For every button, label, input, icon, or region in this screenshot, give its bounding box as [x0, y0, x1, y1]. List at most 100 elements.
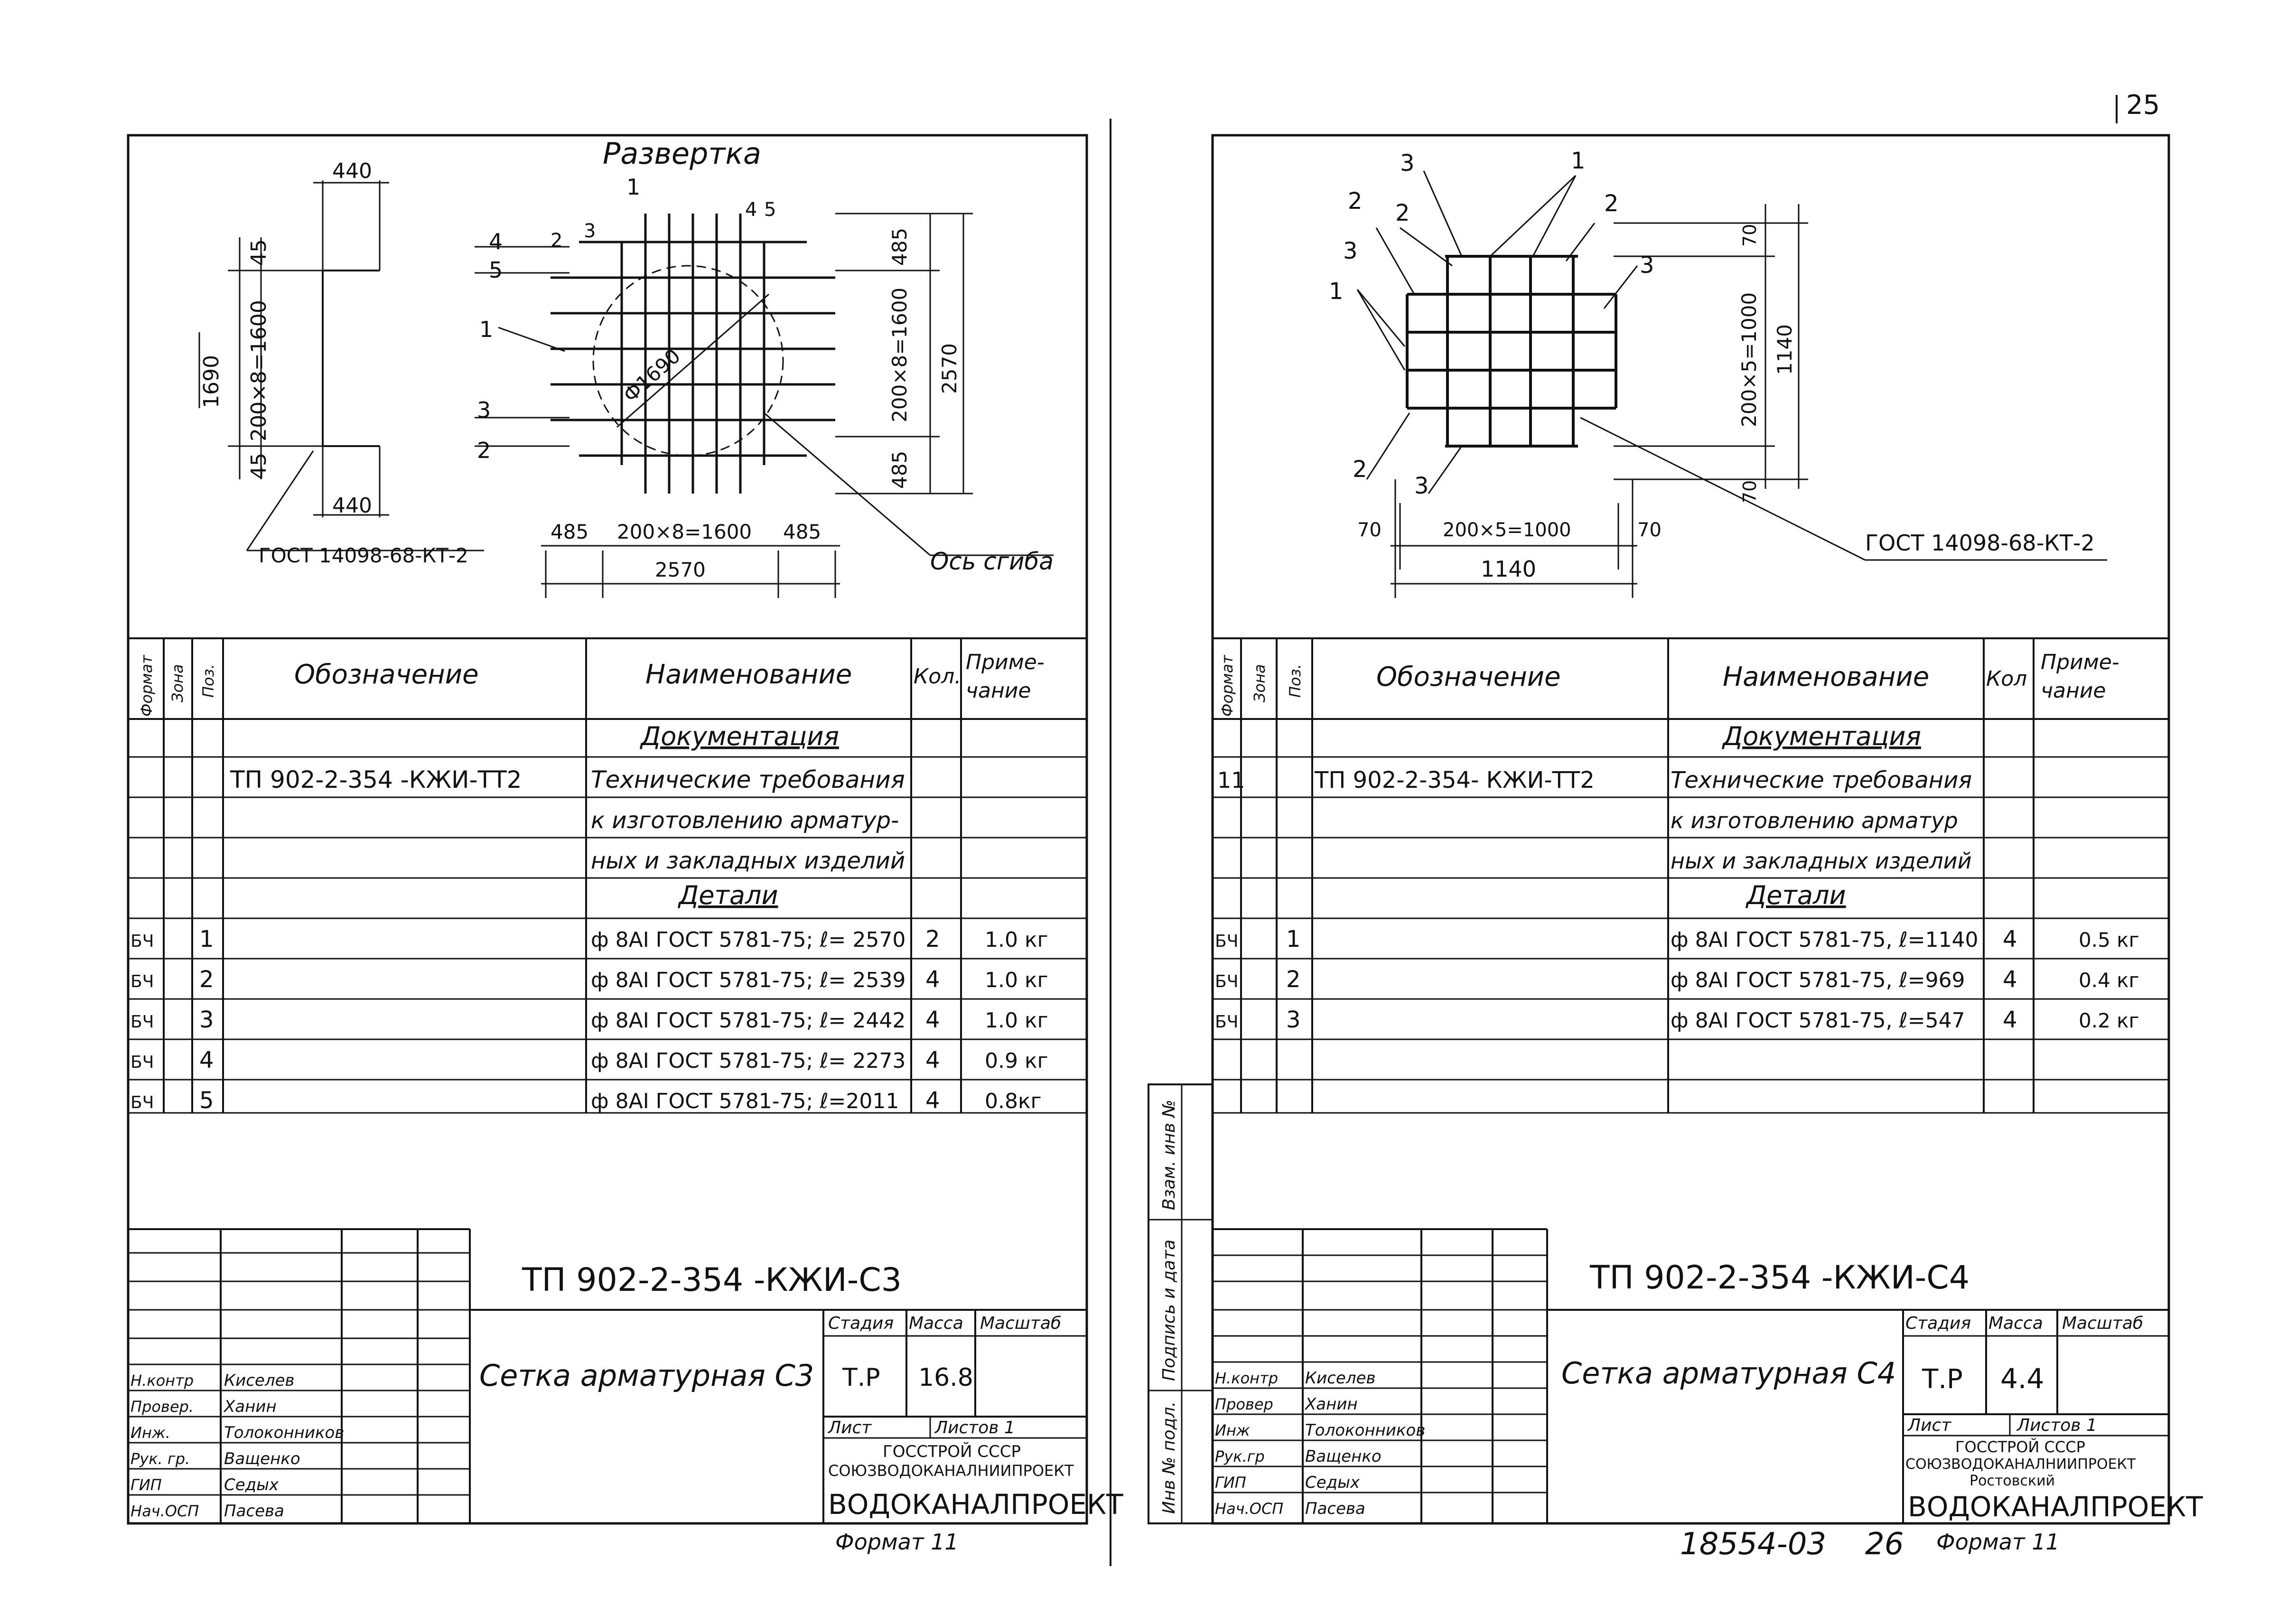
left-spec-table-grid: [128, 637, 1087, 1114]
staff-role: Инж.: [131, 1424, 170, 1442]
right-header-zone: Зона: [1251, 664, 1269, 702]
staff-role: Провер.: [131, 1398, 194, 1416]
side-label-replace: Взам. инв №: [1159, 1100, 1179, 1210]
row-name: ф 8АI ГОСТ 5781-75; ℓ= 2273: [591, 1049, 905, 1073]
dim-485-bl: 485: [551, 520, 588, 543]
right-org-4: ВОДОКАНАЛПРОЕКТ: [1908, 1491, 2203, 1523]
right-dim-70-tr: 70: [1739, 224, 1760, 247]
right-mesh-dims: [1356, 170, 2107, 598]
right-dim-200x5-v: 200×5=1000: [1737, 292, 1761, 427]
row-qty: 2: [925, 926, 940, 952]
row-note: 0.2 кг: [2079, 1009, 2139, 1032]
right-mass-header: Масса: [1988, 1314, 2043, 1333]
dim-200x8-h: 200×8=1600: [617, 520, 752, 543]
row-pos: 3: [1286, 1007, 1301, 1033]
right-org-2: СОЮЗВОДОКАНАЛНИИПРОЕКТ: [1905, 1456, 2136, 1473]
left-header-name: Наименование: [645, 659, 852, 690]
left-doc-name-2: к изготовлению арматур-: [591, 807, 899, 834]
staff-name: Седых: [1305, 1473, 1360, 1492]
right-spec-table-grid: [1213, 637, 2169, 1114]
bend-axis-label: Ось сгиба: [930, 548, 1054, 575]
right-org-3: Ростовский: [1970, 1473, 2055, 1489]
right-pos-2c: 2: [1604, 190, 1619, 217]
right-stamp-code: ТП 902-2-354 -КЖИ-С4: [1589, 1259, 1970, 1297]
staff-name: Киселев: [224, 1371, 295, 1390]
right-header-designation: Обозначение: [1376, 662, 1561, 692]
left-pos-2a: 2: [477, 438, 491, 463]
dim-1690: 1690: [199, 355, 224, 408]
left-doc-name-3: ных и закладных изделий: [591, 848, 905, 874]
left-sheet: [127, 119, 1111, 1566]
row-qty: 4: [925, 966, 940, 993]
left-header-qty: Кол.: [914, 664, 961, 689]
staff-name: Пасева: [1305, 1499, 1365, 1518]
right-org-1: ГОССТРОЙ СССР: [1955, 1438, 2085, 1456]
left-doc-designation: ТП 902-2-354 -КЖИ-ТТ2: [230, 766, 522, 793]
row-pos: 1: [199, 926, 214, 952]
right-pos-3c: 3: [1640, 252, 1654, 279]
right-mesh-grid: [1406, 255, 1617, 448]
staff-role: Рук. гр.: [131, 1450, 190, 1468]
staff-role: ГИП: [131, 1476, 162, 1494]
staff-name: Толоконников: [224, 1423, 344, 1442]
dim-45-bot: 45: [247, 453, 271, 479]
right-pos-2d: 2: [1353, 456, 1367, 483]
right-header-format: Формат: [1218, 654, 1236, 717]
row-format: БЧ: [131, 1053, 154, 1072]
left-pos-3a: 3: [477, 397, 491, 423]
row-qty: 4: [925, 1007, 940, 1033]
right-header-note2: чание: [2041, 679, 2106, 703]
right-doc-name-1: Технические требования: [1671, 767, 1972, 793]
row-format: БЧ: [131, 932, 154, 951]
right-pos-2a: 2: [1348, 188, 1363, 215]
row-note: 0.8кг: [985, 1089, 1042, 1113]
left-doc-name-1: Технические требования: [591, 766, 905, 793]
staff-name: Седых: [224, 1475, 279, 1494]
row-format: БЧ: [131, 1093, 154, 1112]
right-doc-format: 11: [1217, 767, 1245, 793]
row-name: ф 8АI ГОСТ 5781-75, ℓ=547: [1671, 1008, 1965, 1033]
right-sheet: [1148, 134, 2170, 1525]
left-stamp-code: ТП 902-2-354 -КЖИ-С3: [522, 1261, 902, 1299]
archive-sheet: 26: [1865, 1527, 1904, 1562]
left-section-docs: Документация: [640, 721, 839, 751]
left-stamp-title: Сетка арматурная С3: [479, 1358, 814, 1393]
right-doc-name-2: к изготовлению арматур: [1671, 808, 1958, 833]
right-pos-1a: 1: [1571, 148, 1586, 174]
left-pos-3b: 3: [584, 220, 596, 242]
right-section-docs: Документация: [1722, 721, 1921, 751]
dim-200x8-vertical: 200×8=1600: [247, 300, 271, 441]
staff-role: Нач.ОСП: [1215, 1500, 1283, 1518]
dim-200x8-vr: 200×8=1600: [888, 288, 911, 422]
left-pos-1b: 1: [479, 317, 493, 342]
row-format: БЧ: [1215, 972, 1238, 991]
right-weld-ref: ГОСТ 14098-68-КТ-2: [1865, 530, 2095, 556]
right-dim-70-l: 70: [1357, 519, 1382, 541]
left-mass-header: Масса: [909, 1314, 963, 1333]
staff-role: Инж: [1215, 1421, 1250, 1439]
right-header-pos: Поз.: [1286, 664, 1304, 698]
left-stage-value: Т.Р: [842, 1363, 880, 1392]
row-note: 0.4 кг: [2079, 969, 2139, 992]
right-pos-3b: 3: [1343, 238, 1358, 264]
right-pos-3d: 3: [1414, 473, 1429, 499]
dim-2570-v: 2570: [938, 343, 961, 394]
dim-485-bh: 485: [783, 520, 821, 543]
right-pos-1b: 1: [1329, 278, 1344, 305]
dim-440-top: 440: [332, 159, 372, 183]
row-name: ф 8АI ГОСТ 5781-75, ℓ=969: [1671, 968, 1965, 992]
right-sheets-header: Листов 1: [2016, 1416, 2097, 1435]
staff-name: Ханин: [223, 1397, 277, 1416]
right-format-label: Формат 11: [1936, 1529, 2060, 1555]
side-label-inv: Инв № подл.: [1159, 1401, 1179, 1514]
right-mass-value: 4.4: [2000, 1363, 2044, 1395]
row-note: 1.0 кг: [985, 928, 1048, 952]
left-header-format: Формат: [138, 654, 156, 717]
page-number: 25: [2126, 90, 2160, 121]
row-pos: 4: [199, 1047, 214, 1073]
left-pos-4b: 4: [745, 199, 757, 221]
row-qty: 4: [2003, 1007, 2017, 1033]
row-format: БЧ: [131, 1012, 154, 1032]
staff-role: ГИП: [1215, 1474, 1246, 1492]
